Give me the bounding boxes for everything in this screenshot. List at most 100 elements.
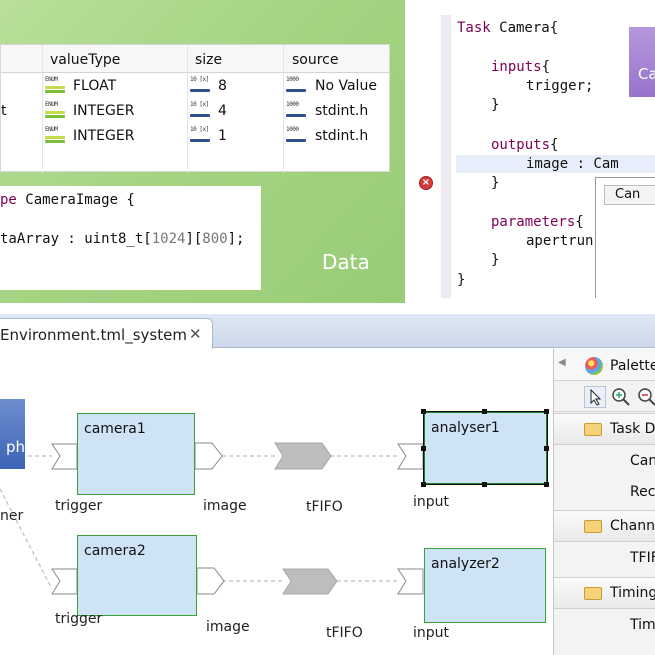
input-port [397,568,424,595]
input-port [51,443,78,470]
zoom-in-icon[interactable] [610,386,632,408]
port-label: input [413,625,450,641]
palette-drawer-channel[interactable]: Chann [554,510,655,542]
port-label: input [413,494,450,510]
row-name: t [1,103,7,119]
folder-open-icon [584,423,602,436]
data-panel: valueType size source ENUM FLOAT 10 [x] … [0,0,405,303]
task-block-analyzer2[interactable]: analyzer2 [424,548,546,623]
port-label: trigger [55,498,103,514]
palette-header: ◀ Palette [554,349,655,381]
diagram-editor: Environment.tml_system ✕ [0,314,655,655]
numeric-icon: 1000 [286,77,306,95]
autocomplete-popup[interactable]: Can [595,177,655,298]
close-icon[interactable]: ✕ [189,325,202,343]
code-line: taArray : uint8_t[1024][800]; [0,231,245,247]
table-row[interactable]: ENUM FLOAT 10 [x] 8 1000 No Value [1,75,389,99]
palette-item[interactable]: Rec [630,484,655,500]
column-divider [42,45,43,173]
connection-line [0,488,53,590]
connections-layer [0,442,424,595]
code-line: inputs{ [491,59,551,75]
data-section-label: Data [322,250,370,274]
diagram-canvas[interactable]: camera1 camera2 analyser1 analyzer2 ner … [0,349,553,655]
task-block-camera1[interactable]: camera1 [77,413,195,495]
column-divider [187,45,188,173]
drawer-label: Timing [610,585,655,601]
folder-open-icon [584,520,602,533]
column-divider [283,45,284,173]
code-line: pe CameraImage { [0,192,135,208]
column-header-valuetype[interactable]: valueType [50,52,121,68]
current-line-highlight [456,155,655,173]
enum-icon: ENUM [45,102,65,120]
table-row[interactable]: t ENUM INTEGER 10 [x] 4 1000 stdint.h [1,100,389,124]
resize-handle[interactable] [544,482,549,487]
port-label: tFIFO [326,625,363,641]
column-header-source[interactable]: source [292,52,339,68]
code-line: } [491,175,500,191]
palette-panel: ◀ Palette Task D Can Rec Chann TFIF [553,349,655,655]
palette-drawer-task[interactable]: Task D [554,413,655,445]
resize-handle[interactable] [544,446,549,451]
code-line: trigger; [526,78,594,94]
source-cell: stdint.h [315,128,369,144]
port-label: trigger [55,611,103,627]
source-cell: stdint.h [315,103,369,119]
palette-item[interactable]: TFIF [630,550,655,566]
resize-handle[interactable] [482,409,487,414]
resize-handle[interactable] [544,409,549,414]
fifo-channel [274,442,332,470]
palette-title: Palette [610,358,655,374]
palette-item[interactable]: Can [630,453,655,469]
resize-handle[interactable] [482,482,487,487]
resize-handle[interactable] [421,446,426,451]
enum-icon: ENUM [45,127,65,145]
code-line: parameters{ [491,214,584,230]
output-port [194,442,223,470]
code-line: } [491,252,500,268]
port-label: image [203,498,247,514]
autocomplete-item[interactable]: Can [604,185,655,205]
size-cell: 1 [218,128,227,144]
task-block-camera2[interactable]: camera2 [77,535,197,616]
error-icon[interactable]: × [419,176,433,190]
block-title: camera1 [84,421,146,437]
array-icon: 10 [x] [190,127,210,145]
column-header-size[interactable]: size [195,52,223,68]
tab-environment-tml-system[interactable]: Environment.tml_system ✕ [0,318,213,349]
palette-item[interactable]: Tim [630,617,655,633]
numeric-icon: 1000 [286,127,306,145]
palette-toolbar [554,382,655,412]
task-code-editor[interactable]: × Task Camera{ inputs{ trigger; } output… [412,15,655,298]
collapse-icon[interactable]: ◀ [558,357,566,368]
code-line: } [491,97,500,113]
task-block-analyser1[interactable]: analyser1 [423,411,548,485]
palette-drawer-timing[interactable]: Timing [554,577,655,609]
table-row[interactable]: ENUM INTEGER 10 [x] 1 1000 stdint.h [1,125,389,149]
zoom-out-icon[interactable] [636,386,655,408]
table-header: valueType size source [1,45,389,73]
data-types-table: valueType size source ENUM FLOAT 10 [x] … [0,44,390,173]
numeric-icon: 1000 [286,102,306,120]
input-port [51,568,78,595]
port-label: image [206,619,250,635]
value-type-cell: INTEGER [73,103,135,119]
section-tag-blue: ph [0,399,25,469]
type-definition-code: pe CameraImage { taArray : uint8_t[1024]… [0,186,261,290]
code-line: image : Cam [526,156,619,172]
code-line: apertrun [526,233,594,249]
port-label: tFIFO [306,499,343,515]
resize-handle[interactable] [421,482,426,487]
code-line: Task Camera{ [457,20,559,36]
folder-open-icon [584,587,602,600]
resize-handle[interactable] [421,409,426,414]
block-title: analyzer2 [431,556,500,572]
value-type-cell: INTEGER [73,128,135,144]
drawer-label: Task D [610,421,655,437]
source-cell: No Value [315,78,377,94]
select-tool-icon[interactable] [584,386,606,408]
fifo-channel [282,568,338,595]
value-type-cell: FLOAT [73,78,117,94]
code-line: } [457,272,466,288]
